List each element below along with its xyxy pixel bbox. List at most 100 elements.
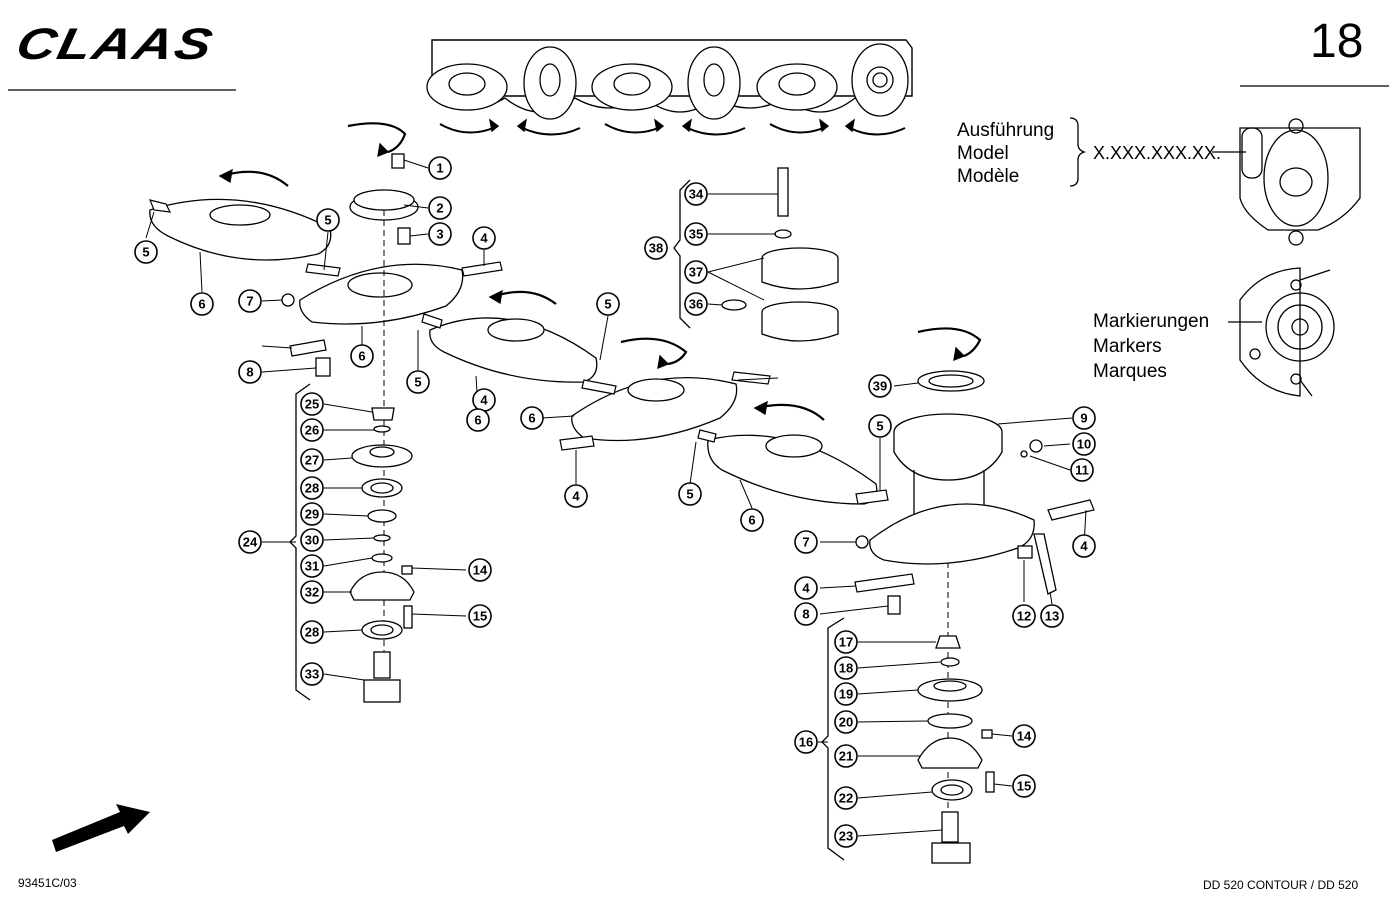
- callout-number: 7: [246, 294, 253, 309]
- callout-38: 38: [644, 236, 668, 260]
- callout-17: 17: [834, 630, 858, 654]
- callout-number: 6: [748, 513, 755, 528]
- callout-number: 17: [839, 635, 853, 650]
- callout-2: 2: [428, 196, 452, 220]
- callout-number: 6: [474, 413, 481, 428]
- callout-1: 1: [428, 156, 452, 180]
- callout-35: 35: [684, 222, 708, 246]
- callout-25: 25: [300, 392, 324, 416]
- callout-number: 37: [689, 265, 703, 280]
- callout-number: 1: [436, 161, 443, 176]
- callout-number: 14: [473, 563, 488, 578]
- callout-number: 29: [305, 507, 319, 522]
- callout-8: 8: [238, 360, 262, 384]
- callout-number: 3: [436, 227, 443, 242]
- callout-number: 23: [839, 829, 853, 844]
- variant-label-en: Model: [957, 143, 1009, 164]
- callout-number: 25: [305, 397, 319, 412]
- callout-28: 28: [300, 620, 324, 644]
- callout-number: 28: [305, 481, 319, 496]
- callout-4: 4: [794, 576, 818, 600]
- callout-6: 6: [740, 508, 764, 532]
- callout-4: 4: [472, 388, 496, 412]
- callout-number: 14: [1017, 729, 1032, 744]
- callout-number: 39: [873, 379, 887, 394]
- callout-number: 7: [802, 535, 809, 550]
- callout-number: 12: [1017, 609, 1031, 624]
- callout-21: 21: [834, 744, 858, 768]
- variant-label-fr: Modèle: [957, 166, 1020, 187]
- callout-number: 36: [689, 297, 703, 312]
- callout-number: 8: [246, 365, 253, 380]
- callout-30: 30: [300, 528, 324, 552]
- callout-number: 4: [1080, 539, 1088, 554]
- callout-number: 5: [142, 245, 149, 260]
- callout-22: 22: [834, 786, 858, 810]
- callout-34: 34: [684, 182, 708, 206]
- callout-number: 8: [802, 607, 809, 622]
- callout-number: 32: [305, 585, 319, 600]
- cutterbar-overview: [426, 39, 913, 136]
- callout-number: 30: [305, 533, 319, 548]
- callout-5: 5: [316, 208, 340, 232]
- discs: [149, 189, 878, 505]
- callout-number: 27: [305, 453, 319, 468]
- callout-9: 9: [1072, 406, 1096, 430]
- callout-number: 6: [528, 411, 535, 426]
- callout-number: 5: [604, 297, 611, 312]
- callout-5: 5: [868, 414, 892, 438]
- callout-number: 5: [324, 213, 331, 228]
- callout-7: 7: [794, 530, 818, 554]
- callout-28: 28: [300, 476, 324, 500]
- callout-number: 5: [876, 419, 883, 434]
- callout-18: 18: [834, 656, 858, 680]
- callout-12: 12: [1012, 604, 1036, 628]
- callout-27: 27: [300, 448, 324, 472]
- callout-number: 16: [799, 735, 813, 750]
- callout-number: 5: [414, 375, 421, 390]
- callout-number: 18: [839, 661, 853, 676]
- callout-number: 10: [1077, 437, 1091, 452]
- callout-number: 26: [305, 423, 319, 438]
- callout-11: 11: [1070, 458, 1094, 482]
- callout-24: 24: [238, 530, 262, 554]
- callout-14: 14: [1012, 724, 1036, 748]
- callout-5: 5: [596, 292, 620, 316]
- callout-number: 4: [480, 393, 488, 408]
- callout-number: 35: [689, 227, 703, 242]
- variant-label-de: Ausführung: [957, 120, 1055, 141]
- variant-code: X.XXX.XXX.XX.: [1093, 143, 1222, 163]
- callout-4: 4: [1072, 534, 1096, 558]
- right-drive-stack: [855, 370, 1057, 864]
- callout-6: 6: [520, 406, 544, 430]
- callout-6: 6: [190, 292, 214, 316]
- drawing-id: 93451C/03: [18, 876, 77, 890]
- callout-number: 20: [839, 715, 853, 730]
- callout-4: 4: [472, 226, 496, 250]
- callout-32: 32: [300, 580, 324, 604]
- callout-number: 34: [689, 187, 704, 202]
- callout-number: 33: [305, 667, 319, 682]
- variant-plate-detail: [1239, 118, 1361, 246]
- callout-number: 6: [198, 297, 205, 312]
- callout-8: 8: [794, 602, 818, 626]
- callout-number: 11: [1075, 463, 1089, 478]
- callout-29: 29: [300, 502, 324, 526]
- callout-number: 4: [480, 231, 488, 246]
- callout-5: 5: [678, 482, 702, 506]
- callout-number: 5: [686, 487, 693, 502]
- spacer-group: [721, 167, 839, 342]
- callout-6: 6: [466, 408, 490, 432]
- callout-23: 23: [834, 824, 858, 848]
- callout-number: 13: [1045, 609, 1059, 624]
- callout-number: 38: [649, 241, 663, 256]
- callout-10: 10: [1072, 432, 1096, 456]
- callout-number: 4: [802, 581, 810, 596]
- callout-number: 22: [839, 791, 853, 806]
- callout-4: 4: [564, 484, 588, 508]
- callout-31: 31: [300, 554, 324, 578]
- callout-number: 31: [305, 559, 319, 574]
- callout-20: 20: [834, 710, 858, 734]
- callout-number: 24: [243, 535, 258, 550]
